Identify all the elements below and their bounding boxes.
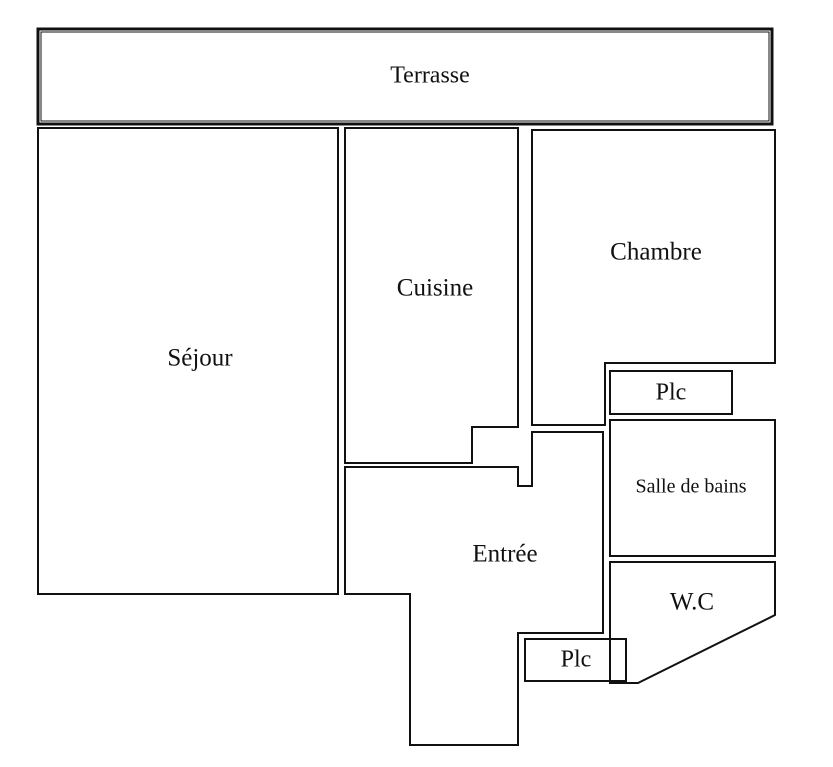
room-chambre: Chambre: [531, 129, 776, 426]
placard-chambre-outline: [609, 370, 733, 415]
room-placard-chambre: Plc: [609, 370, 733, 415]
room-wc: W.C: [609, 561, 776, 684]
entree-label: Entrée: [472, 541, 537, 568]
terrasse-label: Terrasse: [390, 63, 470, 89]
salle-de-bains-label: Salle de bains: [635, 476, 746, 498]
salle-de-bains-outline: [609, 419, 776, 557]
room-cuisine: Cuisine: [344, 127, 519, 464]
room-placard-entree: Plc: [524, 638, 627, 682]
wc-label: W.C: [670, 589, 714, 616]
placard-entree-outline: [524, 638, 627, 682]
terrasse-inner-line: [40, 31, 770, 122]
wc-outline: [609, 561, 776, 684]
sejour-outline: [37, 127, 339, 595]
entree-outline: [344, 431, 604, 746]
room-terrasse: Terrasse: [36, 27, 774, 126]
room-sejour: Séjour: [37, 127, 339, 595]
terrasse-outline: [36, 27, 774, 126]
cuisine-label: Cuisine: [397, 275, 473, 302]
sejour-label: Séjour: [167, 345, 233, 372]
placard-entree-label: Plc: [561, 647, 592, 673]
chambre-label: Chambre: [610, 239, 702, 266]
cuisine-outline: [344, 127, 519, 464]
chambre-outline: [531, 129, 776, 426]
room-salle-de-bains: Salle de bains: [609, 419, 776, 557]
placard-chambre-label: Plc: [656, 380, 687, 406]
room-entree: Entrée: [344, 431, 604, 746]
